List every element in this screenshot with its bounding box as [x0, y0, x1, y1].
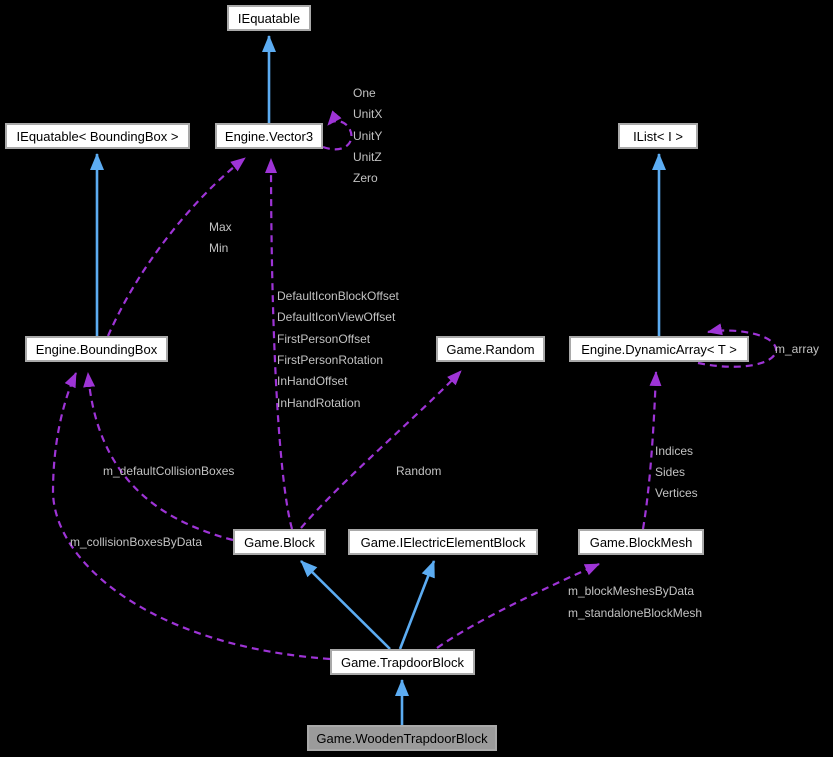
edge-label-inhandoffset: InHandOffset: [277, 374, 348, 388]
node-engine-boundingbox[interactable]: Engine.BoundingBox: [25, 336, 168, 362]
node-game-woodentrapdoorblock: Game.WoodenTrapdoorBlock: [307, 725, 497, 751]
edge-label-indices: Indices: [655, 444, 694, 458]
edge-label-random: Random: [396, 464, 442, 478]
edge-label-unitx: UnitX: [353, 107, 383, 121]
edge-game-blockmesh-to-engine-dynamicarray-t: [641, 371, 662, 530]
edge-label-sides: Sides: [655, 465, 686, 479]
edge-label-m-collisionboxesbydata: m_collisionBoxesByData: [70, 535, 203, 549]
node-game-block[interactable]: Game.Block: [233, 529, 326, 555]
edge-engine-boundingbox-to-engine-vector3: [106, 157, 246, 337]
edge-label-firstpersonrotation: FirstPersonRotation: [277, 353, 384, 367]
node-iequatable-boundingbox[interactable]: IEquatable< BoundingBox >: [5, 123, 190, 149]
node-ilist-i[interactable]: IList< I >: [618, 123, 698, 149]
edge-label-m-standaloneblockmesh: m_standaloneBlockMesh: [568, 606, 703, 620]
edge-game-block-to-game-random: [300, 370, 462, 529]
node-iequatable[interactable]: IEquatable: [227, 5, 311, 31]
edge-label-defaulticonviewoffset: DefaultIconViewOffset: [277, 310, 396, 324]
node-game-ielectricelementblock[interactable]: Game.IElectricElementBlock: [348, 529, 538, 555]
edge-label-inhandrotation: InHandRotation: [277, 396, 361, 410]
edge-label-m-array: m_array: [775, 342, 820, 356]
edge-engine-vector3-to-engine-vector3: [322, 110, 353, 151]
node-game-trapdoorblock[interactable]: Game.TrapdoorBlock: [330, 649, 475, 675]
edge-game-trapdoorblock-to-game-blockmesh: [436, 562, 600, 649]
edge-game-trapdoorblock-to-engine-boundingbox: [51, 372, 331, 661]
edge-label-max: Max: [209, 220, 232, 234]
edge-label-one: One: [353, 86, 376, 100]
edge-label-m-blockmeshesbydata: m_blockMeshesByData: [568, 584, 695, 598]
node-game-blockmesh[interactable]: Game.BlockMesh: [578, 529, 704, 555]
edge-label-unitz: UnitZ: [353, 150, 382, 164]
edge-label-zero: Zero: [353, 171, 378, 185]
edge-label-vertices: Vertices: [655, 486, 698, 500]
edge-game-trapdoorblock-to-game-ielectricelementblock: [398, 560, 436, 650]
edge-engine-dynamicarray-t-to-engine-dynamicarray-t: [697, 323, 778, 368]
edge-label-min: Min: [209, 241, 229, 255]
node-engine-vector3[interactable]: Engine.Vector3: [215, 123, 323, 149]
edge-game-block-to-engine-boundingbox: [83, 372, 234, 542]
node-game-random[interactable]: Game.Random: [436, 336, 545, 362]
edge-label-firstpersonoffset: FirstPersonOffset: [277, 332, 371, 346]
edge-label-unity: UnitY: [353, 129, 383, 143]
edge-game-trapdoorblock-to-game-block: [300, 560, 391, 650]
edge-label-defaulticonblockoffset: DefaultIconBlockOffset: [277, 289, 399, 303]
node-engine-dynamicarray-t[interactable]: Engine.DynamicArray< T >: [569, 336, 749, 362]
edge-label-m-defaultcollisionboxes: m_defaultCollisionBoxes: [103, 464, 235, 478]
edge-game-block-to-engine-vector3: [265, 158, 294, 530]
